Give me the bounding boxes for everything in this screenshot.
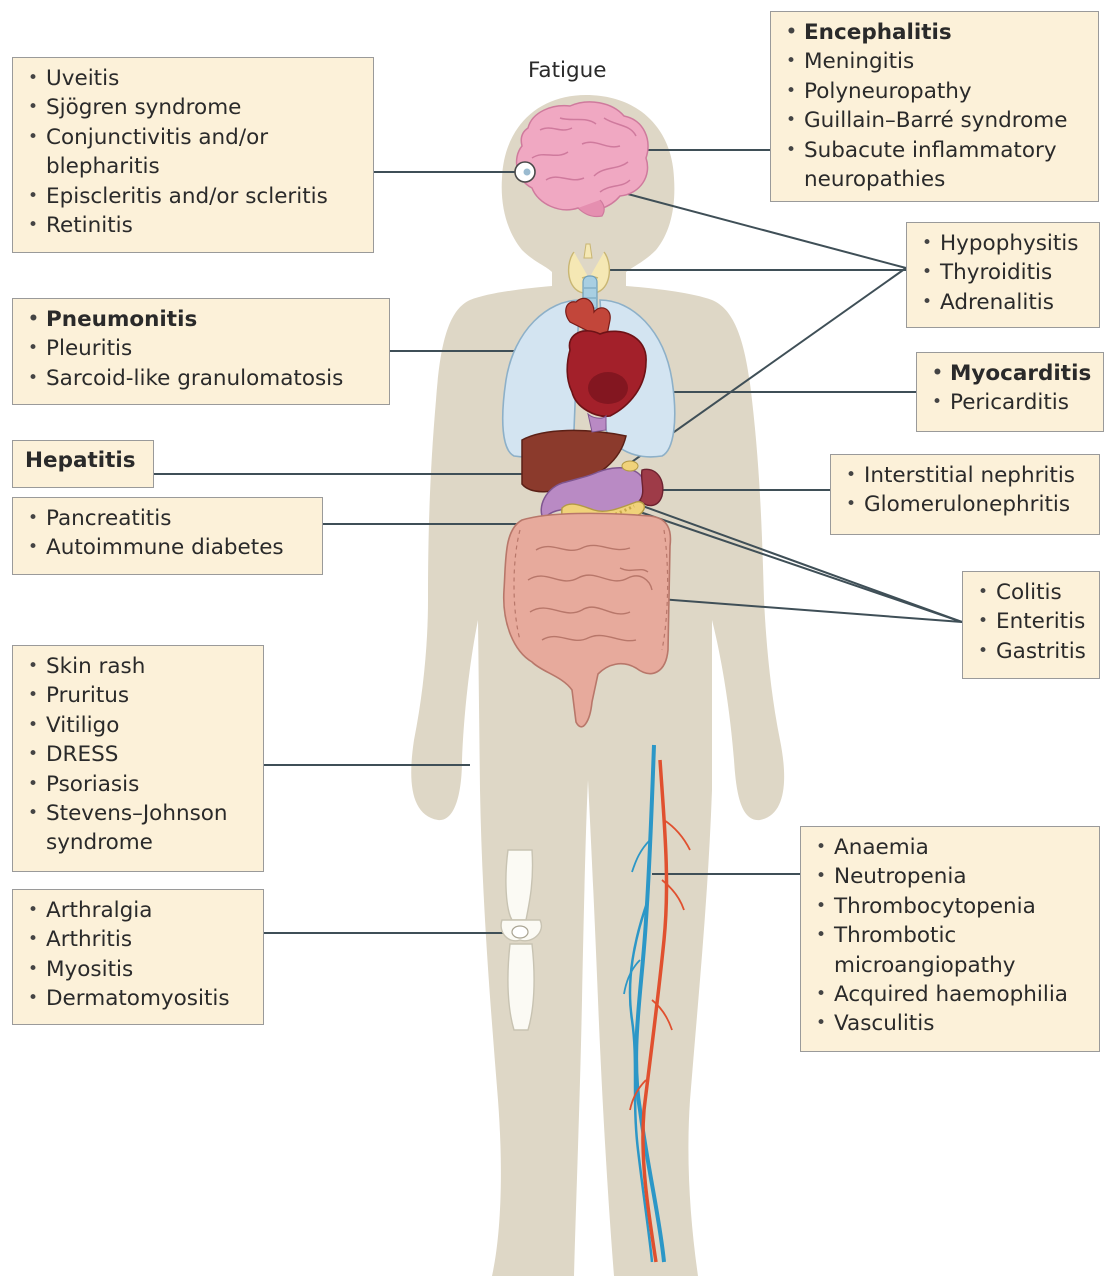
- condition-psoriasis: Psoriasis: [27, 770, 253, 799]
- condition-polyneuropathy: Polyneuropathy: [785, 77, 1088, 106]
- condition-thrombocytopenia: Thrombocytopenia: [815, 892, 1089, 921]
- eye-conditions-list: Uveitis Sjögren syndrome Conjunctivitis …: [27, 64, 363, 240]
- condition-episcleritis: Episcleritis and/or scleritis: [27, 182, 363, 211]
- kidney-conditions-list: Interstitial nephritis Glomerulonephriti…: [845, 461, 1089, 520]
- condition-pleuritis: Pleuritis: [27, 334, 379, 363]
- condition-arthralgia: Arthralgia: [27, 896, 253, 925]
- condition-thyroiditis: Thyroiditis: [921, 258, 1089, 287]
- condition-thrombotic-line2: microangiopathy: [834, 951, 1089, 980]
- condition-subacute-line1: Subacute inflammatory: [804, 138, 1057, 163]
- condition-pancreatitis: Pancreatitis: [27, 504, 312, 533]
- endocrine-conditions-box: Hypophysitis Thyroiditis Adrenalitis: [906, 222, 1100, 328]
- condition-guillain-barre: Guillain–Barré syndrome: [785, 106, 1088, 135]
- condition-colitis: Colitis: [977, 578, 1089, 607]
- condition-neutropenia: Neutropenia: [815, 862, 1089, 891]
- condition-encephalitis: Encephalitis: [785, 18, 1088, 47]
- condition-hypophysitis: Hypophysitis: [921, 229, 1089, 258]
- condition-hepatitis: Hepatitis: [25, 447, 141, 475]
- condition-acquired-haemophilia: Acquired haemophilia: [815, 980, 1089, 1009]
- condition-thrombotic-microangiopathy: Thrombotic microangiopathy: [815, 921, 1089, 980]
- lung-conditions-list: Pneumonitis Pleuritis Sarcoid-like granu…: [27, 305, 379, 393]
- pancreas-conditions-list: Pancreatitis Autoimmune diabetes: [27, 504, 312, 563]
- pancreas-conditions-box: Pancreatitis Autoimmune diabetes: [12, 497, 323, 575]
- condition-pneumonitis: Pneumonitis: [27, 305, 379, 334]
- neuro-conditions-list: Encephalitis Meningitis Polyneuropathy G…: [785, 18, 1088, 194]
- lung-conditions-box: Pneumonitis Pleuritis Sarcoid-like granu…: [12, 298, 390, 405]
- condition-vitiligo: Vitiligo: [27, 711, 253, 740]
- endocrine-conditions-list: Hypophysitis Thyroiditis Adrenalitis: [921, 229, 1089, 317]
- condition-vasculitis: Vasculitis: [815, 1009, 1089, 1038]
- kidney-conditions-box: Interstitial nephritis Glomerulonephriti…: [830, 454, 1100, 535]
- condition-skin-rash: Skin rash: [27, 652, 253, 681]
- joint-conditions-box: Arthralgia Arthritis Myositis Dermatomyo…: [12, 889, 264, 1025]
- condition-meningitis: Meningitis: [785, 47, 1088, 76]
- condition-sarcoid-like-granulomatosis: Sarcoid-like granulomatosis: [27, 364, 379, 393]
- condition-dress: DRESS: [27, 740, 253, 769]
- liver-conditions-box: Hepatitis: [12, 440, 154, 488]
- condition-uveitis: Uveitis: [27, 64, 363, 93]
- blood-conditions-list: Anaemia Neutropenia Thrombocytopenia Thr…: [815, 833, 1089, 1039]
- condition-subacute-line2: neuropathies: [804, 165, 1088, 194]
- fatigue-label: Fatigue: [528, 58, 606, 83]
- gut-conditions-box: Colitis Enteritis Gastritis: [962, 571, 1100, 679]
- condition-arthritis: Arthritis: [27, 925, 253, 954]
- eye-conditions-box: Uveitis Sjögren syndrome Conjunctivitis …: [12, 57, 374, 253]
- condition-pericarditis: Pericarditis: [931, 388, 1093, 417]
- condition-interstitial-nephritis: Interstitial nephritis: [845, 461, 1089, 490]
- blood-conditions-box: Anaemia Neutropenia Thrombocytopenia Thr…: [800, 826, 1100, 1052]
- condition-anaemia: Anaemia: [815, 833, 1089, 862]
- neuro-conditions-box: Encephalitis Meningitis Polyneuropathy G…: [770, 11, 1099, 202]
- condition-dermatomyositis: Dermatomyositis: [27, 984, 253, 1013]
- heart-conditions-list: Myocarditis Pericarditis: [931, 359, 1093, 418]
- condition-glomerulonephritis: Glomerulonephritis: [845, 490, 1089, 519]
- condition-adrenalitis: Adrenalitis: [921, 288, 1089, 317]
- condition-stevens-johnson-line1: Stevens–Johnson: [46, 801, 228, 826]
- eye-icon: [515, 162, 535, 182]
- condition-sjogren-syndrome: Sjögren syndrome: [27, 93, 363, 122]
- joint-conditions-list: Arthralgia Arthritis Myositis Dermatomyo…: [27, 896, 253, 1014]
- condition-pruritus: Pruritus: [27, 681, 253, 710]
- condition-enteritis: Enteritis: [977, 607, 1089, 636]
- gut-conditions-list: Colitis Enteritis Gastritis: [977, 578, 1089, 666]
- condition-conjunctivitis-line1: Conjunctivitis and/or: [46, 125, 268, 150]
- condition-thrombotic-line1: Thrombotic: [834, 923, 956, 948]
- condition-myocarditis: Myocarditis: [931, 359, 1093, 388]
- condition-autoimmune-diabetes: Autoimmune diabetes: [27, 533, 312, 562]
- skin-conditions-box: Skin rash Pruritus Vitiligo DRESS Psoria…: [12, 645, 264, 872]
- skin-conditions-list: Skin rash Pruritus Vitiligo DRESS Psoria…: [27, 652, 253, 858]
- condition-stevens-johnson-line2: syndrome: [46, 828, 253, 857]
- condition-retinitis: Retinitis: [27, 211, 363, 240]
- condition-conjunctivitis-line2: blepharitis: [46, 152, 363, 181]
- condition-myositis: Myositis: [27, 955, 253, 984]
- heart-conditions-box: Myocarditis Pericarditis: [916, 352, 1104, 432]
- condition-gastritis: Gastritis: [977, 637, 1089, 666]
